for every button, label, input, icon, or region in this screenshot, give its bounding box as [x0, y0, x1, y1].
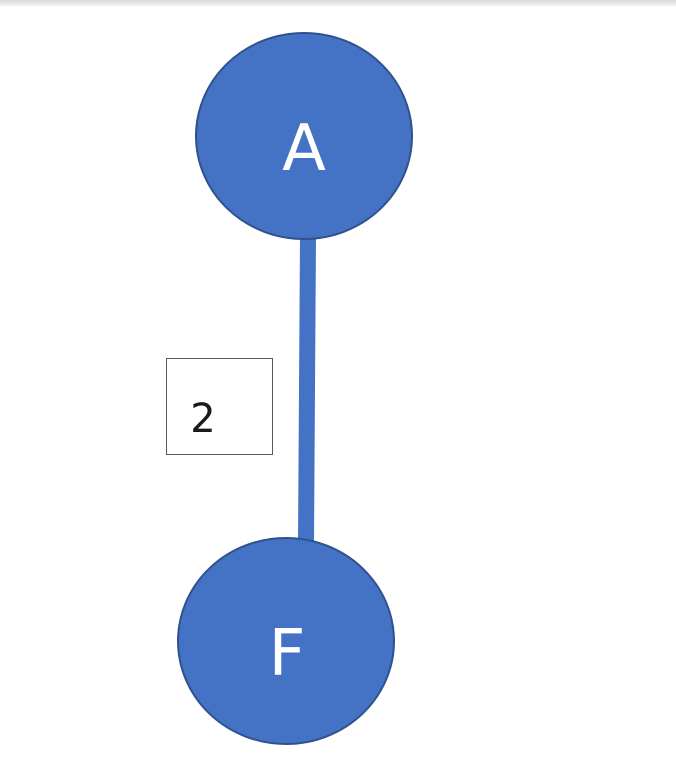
edge-weight-label: 2	[190, 396, 215, 442]
node-a: A	[195, 32, 413, 240]
edge-weight-border	[166, 358, 273, 455]
node-a-circle	[195, 32, 413, 240]
node-a-label: A	[282, 112, 326, 186]
node-f-label: F	[269, 617, 306, 691]
top-divider	[0, 0, 676, 6]
node-f-circle	[177, 537, 395, 745]
edge-a-f	[298, 235, 316, 543]
edge-weight-box: 2	[166, 358, 273, 455]
node-f: F	[177, 537, 395, 745]
